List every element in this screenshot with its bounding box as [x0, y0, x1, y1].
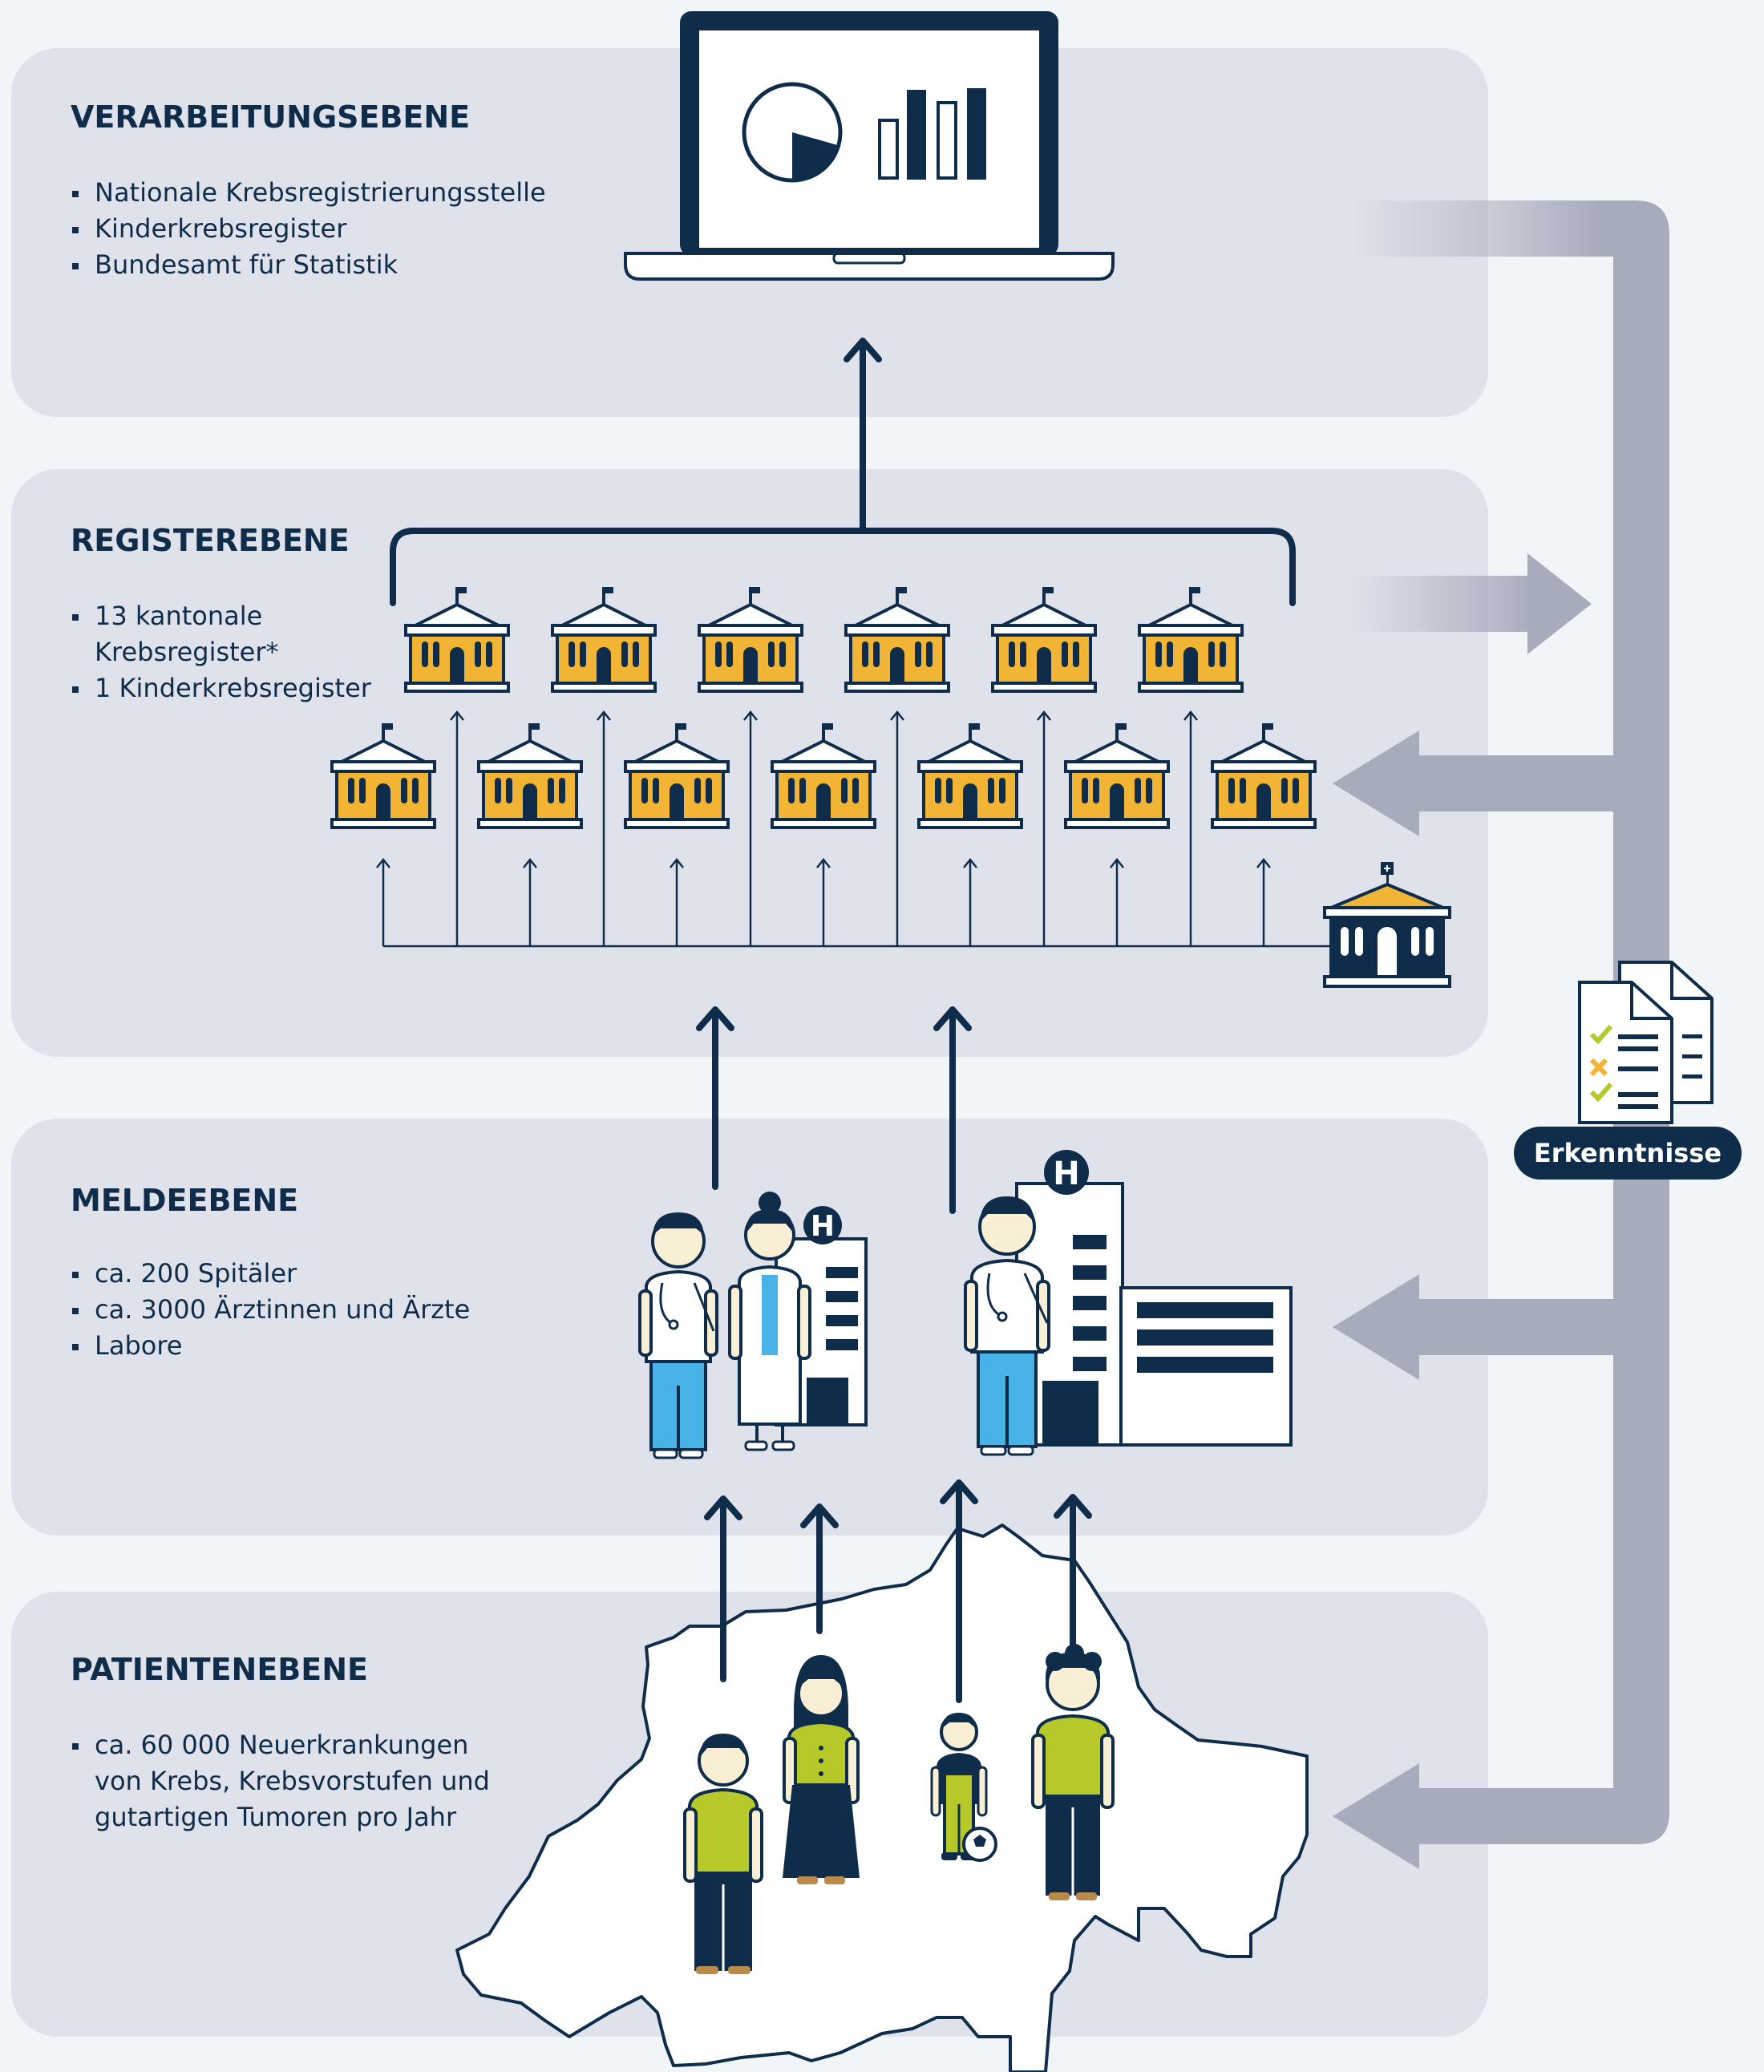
registry-buildings	[330, 585, 1317, 829]
patient-icon	[930, 1713, 997, 1862]
doctor-icon	[638, 1212, 718, 1459]
bar-chart-icon	[878, 88, 986, 180]
doctor-icon	[964, 1196, 1050, 1456]
patient-icon	[783, 1655, 860, 1884]
laptop-icon	[624, 11, 1115, 281]
doctor-icon	[728, 1192, 811, 1451]
level-heading: MELDEEBENE	[71, 1183, 299, 1218]
feedback-tag-label: Erkenntnisse	[1534, 1138, 1722, 1168]
distribution-lines	[376, 710, 1331, 948]
level-items: ca. 200 Spitäler ca. 3000 Ärztinnen und …	[71, 1256, 470, 1364]
feedback-tag: Erkenntnisse	[1514, 1127, 1742, 1180]
svg-text:H: H	[811, 1210, 835, 1243]
arrows-to-registry	[696, 1006, 972, 1214]
list-item: 13 kantonale	[71, 598, 371, 634]
list-item: ca. 3000 Ärztinnen und Ärzte	[71, 1292, 470, 1328]
list-item-continuation: gutartigen Tumoren pro Jahr	[95, 1802, 457, 1832]
level-items: ca. 60 000 Neuerkrankungen von Krebs, Kr…	[71, 1727, 490, 1835]
level-heading: REGISTEREBENE	[71, 523, 350, 558]
list-item: Nationale Krebsregistrierungsstelle	[71, 175, 546, 211]
patient-icon	[1031, 1644, 1115, 1900]
level-items: 13 kantonale Krebsregister* 1 Kinderkreb…	[71, 598, 371, 706]
level-heading: VERARBEITUNGSEBENE	[71, 99, 471, 135]
list-item: 1 Kinderkrebsregister	[71, 670, 371, 706]
svg-text:H: H	[1053, 1155, 1079, 1192]
patient-icon	[683, 1734, 763, 1974]
list-item-continuation: Krebsregister*	[95, 637, 279, 667]
report-document-icon	[1578, 961, 1713, 1124]
list-item: Labore	[71, 1328, 470, 1364]
hospital-icon: H	[1015, 1150, 1293, 1447]
switzerland-map	[455, 1524, 1309, 2072]
level-items: Nationale Krebsregistrierungsstelle Kind…	[71, 175, 546, 283]
list-item: ca. 60 000 Neuerkrankungen	[71, 1727, 490, 1763]
level-heading: PATIENTENEBENE	[71, 1652, 368, 1687]
pie-chart-icon	[742, 82, 843, 183]
list-item: Bundesamt für Statistik	[71, 247, 546, 283]
arrow-to-processing	[390, 338, 1296, 606]
arrows-to-reporting	[704, 1479, 1092, 1703]
list-item: ca. 200 Spitäler	[71, 1256, 470, 1292]
list-item: Kinderkrebsregister	[71, 211, 546, 247]
list-item-continuation: von Krebs, Krebsvorstufen und	[95, 1766, 490, 1796]
federal-building-icon	[1323, 862, 1451, 988]
